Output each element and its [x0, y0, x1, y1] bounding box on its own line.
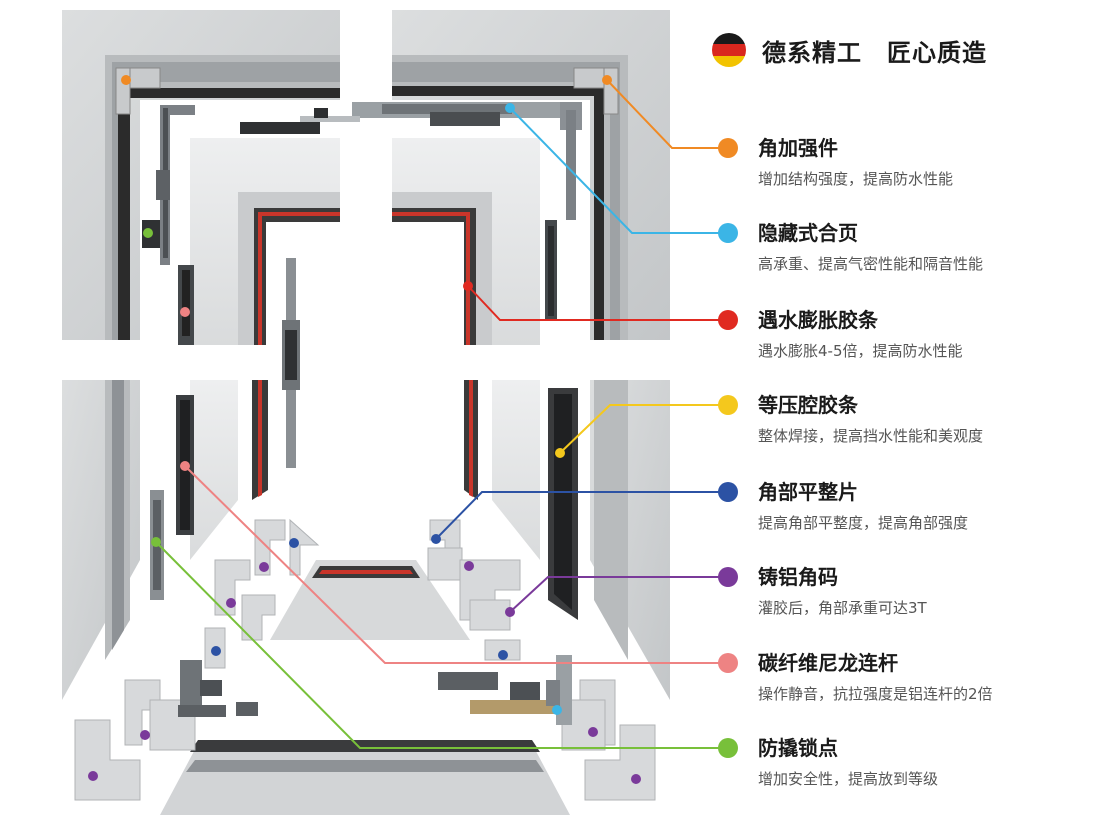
header: 德系精工 匠心质造: [712, 30, 987, 70]
callout-origin-dots: [88, 75, 641, 784]
marker-dot: [226, 598, 236, 608]
feature-desc: 提高角部平整度，提高角部强度: [758, 514, 969, 532]
feature-name: 隐藏式合页: [758, 221, 858, 245]
frame-lower-right: [548, 380, 670, 700]
flag-stripe-red: [712, 44, 746, 56]
callout-line-hidden-hinge: [509, 107, 735, 234]
lower-hinge-hardware: [178, 655, 572, 725]
hidden-hinge-arm: [300, 102, 582, 130]
page-title: 德系精工 匠心质造: [762, 38, 987, 67]
marker-dot: [552, 705, 562, 715]
marker-dot: [180, 461, 190, 471]
feature-name: 防撬锁点: [758, 736, 838, 760]
feature-desc: 操作静音，抗拉强度是铝连杆的2倍: [758, 685, 993, 703]
marker-dot: [143, 228, 153, 238]
marker-dot: [121, 75, 131, 85]
callout-lines: [155, 79, 735, 749]
feature-desc: 整体焊接，提高挡水性能和美观度: [758, 427, 984, 445]
marker-dot: [151, 537, 161, 547]
callout-line-flat-plate: [435, 491, 735, 540]
callout-line-anti-pry: [155, 541, 735, 749]
marker-dot: [289, 538, 299, 548]
feature-name: 角加强件: [758, 136, 838, 160]
feature-dot: [718, 482, 738, 502]
marker-dot: [140, 730, 150, 740]
feature-dot: [718, 738, 738, 758]
feature-name: 遇水膨胀胶条: [758, 308, 878, 332]
marker-dot: [464, 561, 474, 571]
marker-dot: [498, 650, 508, 660]
feature-dot: [718, 567, 738, 587]
callout-line-cast-aluminum: [509, 576, 735, 613]
frame-bottom-sill: [160, 740, 570, 815]
sash-lower-left: [190, 380, 268, 560]
sash-lower-right: [464, 380, 540, 560]
callout-line-nylon-rod: [184, 465, 735, 664]
marker-dot: [211, 646, 221, 656]
feature-dot: [718, 138, 738, 158]
frame-lower-left: [62, 380, 140, 700]
flag-stripe-black: [712, 33, 746, 45]
marker-dot: [431, 534, 441, 544]
callout-line-swelling-strip: [467, 285, 735, 321]
feature-desc: 遇水膨胀4-5倍，提高防水性能: [758, 342, 963, 360]
marker-dot: [505, 103, 515, 113]
feature-desc: 灌胶后，角部承重可达3T: [758, 599, 927, 617]
sash-corner-top-right: [392, 138, 540, 345]
feature-name: 角部平整片: [758, 480, 858, 504]
feature-desc: 高承重、提高气密性能和隔音性能: [758, 255, 984, 273]
nylon-link-rod: [176, 265, 194, 535]
callout-line-corner-reinforcement: [606, 79, 735, 149]
feature-name: 铸铝角码: [758, 565, 838, 589]
sash-bottom-sill: [270, 560, 470, 640]
feature-dot: [718, 310, 738, 330]
sash-corner-top-left: [190, 138, 340, 345]
marker-dot: [588, 727, 598, 737]
marker-dot: [555, 448, 565, 458]
flag-stripe-gold: [712, 55, 746, 67]
feature-name: 碳纤维尼龙连杆: [758, 651, 898, 675]
center-transmission-bar: [282, 258, 300, 468]
feature-desc: 增加结构强度，提高防水性能: [758, 170, 954, 188]
feature-desc: 增加安全性，提高放到等级: [758, 770, 939, 788]
marker-dot: [463, 281, 473, 291]
marker-dot: [88, 771, 98, 781]
marker-dot: [505, 607, 515, 617]
callout-line-pressure-strip: [559, 404, 735, 454]
feature-dot: [718, 223, 738, 243]
marker-dot: [259, 562, 269, 572]
german-flag-icon: [712, 33, 746, 67]
feature-name: 等压腔胶条: [758, 393, 858, 417]
feature-dot: [718, 395, 738, 415]
right-side-lock-bar: [545, 110, 576, 320]
marker-dot: [180, 307, 190, 317]
marker-dot: [631, 774, 641, 784]
marker-dot: [602, 75, 612, 85]
feature-dot: [718, 653, 738, 673]
top-left-lock-bar: [156, 105, 320, 265]
